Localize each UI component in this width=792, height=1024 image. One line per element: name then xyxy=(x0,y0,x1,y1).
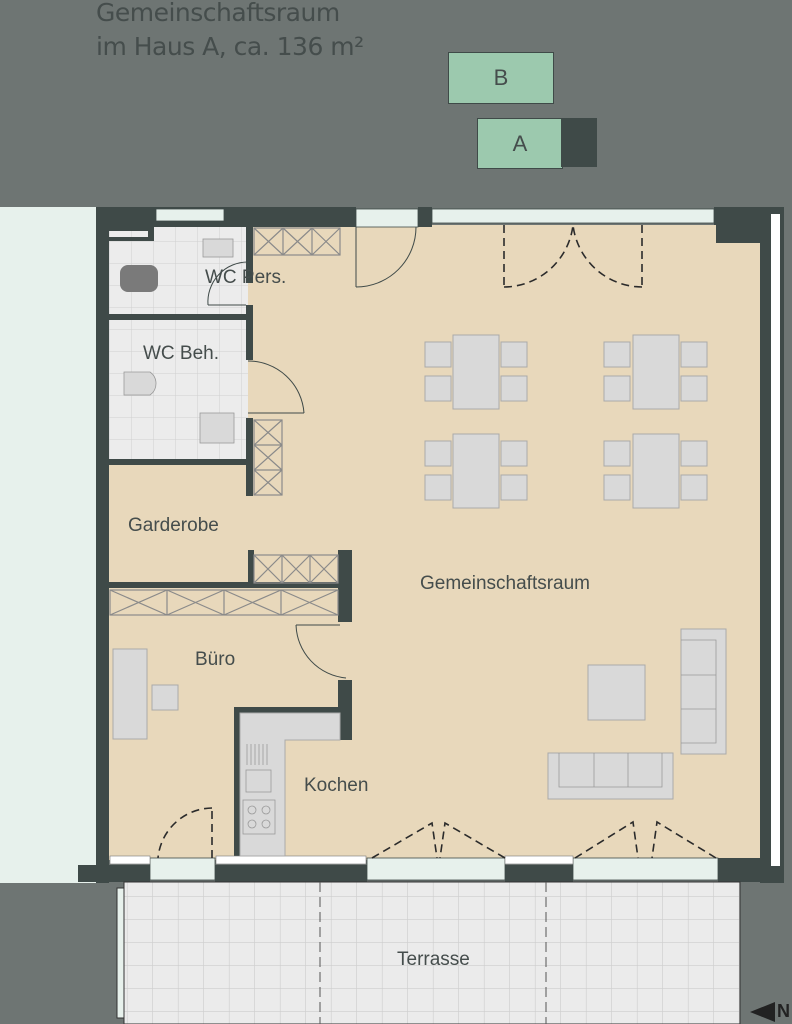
wardrobes xyxy=(109,227,341,616)
room-label-wc-beh: WC Beh. xyxy=(143,343,220,364)
furniture xyxy=(112,334,727,857)
room-label-wc-pers: WC Pers. xyxy=(205,267,287,288)
building-b-label: B xyxy=(493,65,509,90)
sanitary xyxy=(123,238,235,444)
title-line-1: Gemeinschaftsraum xyxy=(96,0,340,27)
room-label-gemeinschaftsraum: Gemeinschaftsraum xyxy=(420,573,591,594)
north-arrow-icon xyxy=(750,1002,775,1022)
glass-doors xyxy=(157,224,717,859)
room-label-kochen: Kochen xyxy=(304,775,369,796)
doors xyxy=(207,226,417,679)
north-label: N xyxy=(777,1001,790,1021)
building-b[interactable]: B xyxy=(448,52,554,104)
outside-area xyxy=(0,207,96,883)
plan-title: Gemeinschaftsraum im Haus A, ca. 136 m² xyxy=(96,0,364,64)
building-a-highlight xyxy=(561,118,597,167)
room-label-garderobe: Garderobe xyxy=(128,515,219,536)
room-label-terrasse: Terrasse xyxy=(397,949,470,970)
building-a-label: A xyxy=(512,130,528,156)
building-a[interactable]: A xyxy=(477,118,563,169)
title-line-2: im Haus A, ca. 136 m² xyxy=(96,32,364,61)
room-label-buero: Büro xyxy=(195,649,236,670)
